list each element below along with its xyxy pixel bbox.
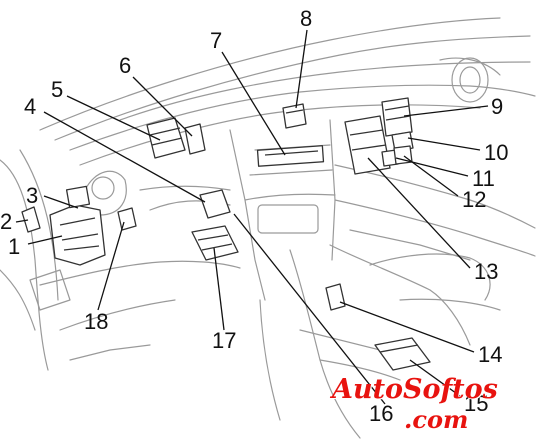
component-18: [117, 207, 137, 231]
leader-16: [233, 213, 386, 405]
component-2: [21, 206, 41, 233]
leader-1: [27, 235, 63, 245]
glove-box: [334, 164, 536, 229]
leader-17: [213, 247, 225, 331]
leader-11: [395, 157, 469, 177]
label-10: 10: [484, 140, 509, 165]
upper-dash-line: [54, 35, 531, 141]
label-1: 1: [8, 234, 21, 259]
watermark-domain: .com: [404, 405, 469, 434]
leader-3: [43, 195, 79, 209]
leader-4: [43, 111, 206, 203]
component-17: [191, 225, 239, 261]
leader-6: [132, 76, 193, 137]
watermark-logo: AutoSoftos: [332, 374, 498, 405]
label-9: 9: [491, 94, 504, 119]
leader-8: [295, 29, 308, 109]
component-9: [381, 97, 413, 137]
label-12: 12: [462, 187, 487, 212]
label-15: 15: [464, 391, 489, 416]
component-8: [282, 103, 307, 129]
component-4: [199, 189, 231, 219]
label-8: 8: [300, 6, 313, 31]
component-1: [49, 204, 106, 266]
left-door-edge: [0, 159, 49, 371]
steering-shroud: [84, 170, 127, 216]
label-17: 17: [212, 328, 237, 353]
leader-13: [367, 157, 471, 269]
leader-7: [221, 51, 286, 156]
component-7: [256, 145, 325, 167]
label-11: 11: [472, 166, 495, 191]
label-3: 3: [26, 183, 39, 208]
leader-5: [66, 95, 161, 141]
leader-12: [403, 155, 459, 197]
windshield-edge: [39, 17, 501, 131]
label-7: 7: [210, 28, 223, 53]
leader-14: [339, 301, 475, 353]
component-6: [184, 123, 206, 155]
center-console: [289, 249, 361, 439]
leader-2: [15, 219, 29, 223]
label-14: 14: [478, 342, 503, 367]
label-6: 6: [119, 53, 132, 78]
component-14: [325, 283, 346, 311]
label-5: 5: [51, 77, 64, 102]
label-2: 2: [0, 209, 13, 234]
component-5: [146, 117, 186, 159]
dash-pad: [69, 84, 536, 151]
label-18: 18: [84, 309, 109, 334]
label-16: 16: [369, 401, 394, 426]
label-4: 4: [24, 94, 37, 119]
leader-15: [409, 359, 461, 397]
leader-10: [407, 137, 481, 151]
center-stack: [229, 129, 266, 301]
leader-18: [97, 221, 125, 311]
component-15: [374, 337, 431, 371]
label-13: 13: [474, 259, 499, 284]
leader-9: [403, 105, 489, 117]
